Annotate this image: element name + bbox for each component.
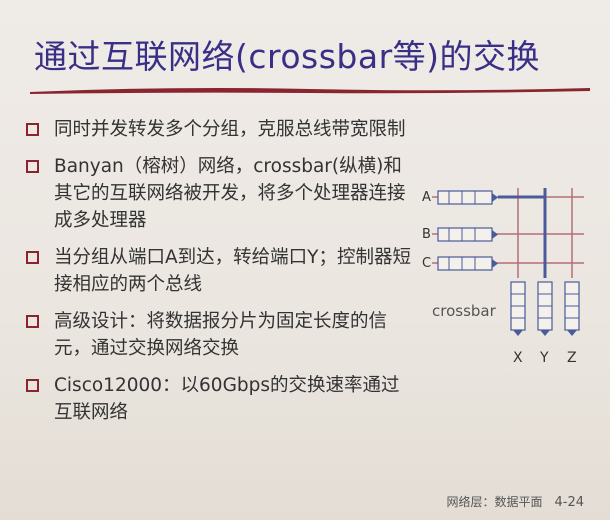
footer-section: 网络层：数据平面 [446,495,543,509]
input-buffer [437,256,498,271]
bullet-item: Cisco12000：以60Gbps的交换速率通过互联网络 [24,372,414,426]
crossbar-label: crossbar [432,302,497,320]
checkbox-bullet-icon [26,315,39,328]
bullet-item: 高级设计：将数据报分片为固定长度的信元，通过交换网络交换 [24,308,414,362]
bullet-text: Banyan（榕树）网络，crossbar(纵横)和其它的互联网络被开发，将多个… [54,156,406,231]
bullet-text: 当分组从端口A到达，转给端口Y；控制器短接相应的两个总线 [54,247,411,295]
checkbox-bullet-icon [26,251,39,264]
input-port-label: B [422,227,431,242]
checkbox-bullet-icon [26,160,39,173]
checkbox-bullet-icon [26,379,39,392]
crossbar-diagram: A B C [422,188,584,366]
output-port-label: Z [567,350,577,366]
slide-title: 通过互联网络(crossbar等)的交换 [34,37,541,76]
slide-footer: 网络层：数据平面 4-24 [446,493,584,510]
input-port-label: C [422,256,431,271]
bullet-text: 同时并发转发多个分组，克服总线带宽限制 [54,119,406,140]
output-port-label: Y [539,350,549,366]
bullet-item: 当分组从端口A到达，转给端口Y；控制器短接相应的两个总线 [24,244,414,298]
bullet-item: Banyan（榕树）网络，crossbar(纵横)和其它的互联网络被开发，将多个… [24,153,414,234]
checkbox-bullet-icon [26,123,39,136]
output-buffer [564,281,580,336]
input-buffer [437,190,498,205]
title-underline [30,88,590,94]
output-port-label: X [513,350,523,366]
bullet-item: 同时并发转发多个分组，克服总线带宽限制 [24,116,414,143]
output-buffer [537,281,553,336]
output-buffer [510,281,526,336]
bullet-list: 同时并发转发多个分组，克服总线带宽限制 Banyan（榕树）网络，crossba… [24,116,414,436]
input-port-label: A [422,190,431,205]
input-buffer [437,227,498,242]
bullet-text: Cisco12000：以60Gbps的交换速率通过互联网络 [54,375,400,423]
bullet-text: 高级设计：将数据报分片为固定长度的信元，通过交换网络交换 [54,311,388,359]
page-number: 4-24 [554,495,584,510]
